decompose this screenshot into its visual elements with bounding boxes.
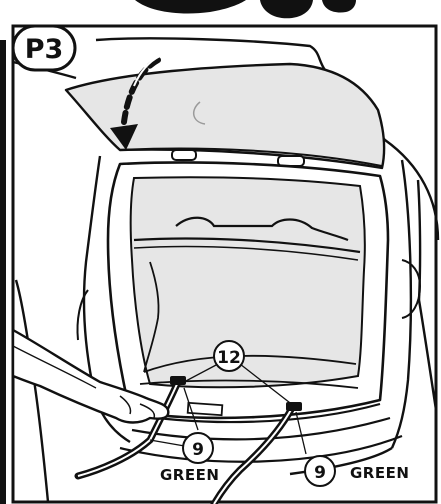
green-strap-left	[74, 376, 186, 480]
left-margin-bar	[0, 40, 6, 504]
callout-12-label: 12	[217, 348, 241, 368]
callout-12: 12	[213, 340, 245, 372]
hand-illustration	[11, 328, 170, 424]
tailgate	[64, 62, 386, 170]
hinge-left	[171, 149, 197, 161]
callout-9-right-label: 9	[314, 463, 326, 483]
vehicle-details	[76, 259, 422, 341]
callout-9-left: 9	[182, 432, 214, 464]
callout-9-left-label: 9	[192, 440, 204, 460]
heading-artwork	[135, 0, 356, 19]
green-label-left: GREEN	[160, 466, 219, 484]
step-badge: P3	[11, 24, 77, 72]
callout-9-right: 9	[304, 455, 336, 487]
callout-leaders	[149, 363, 307, 455]
green-label-right: GREEN	[350, 464, 409, 482]
green-strap-right	[210, 402, 302, 504]
step-label: P3	[25, 34, 64, 65]
cargo-opening	[106, 161, 390, 420]
panel-border	[11, 24, 438, 504]
curved-arrow-down-icon	[110, 55, 161, 150]
floor-latch	[186, 401, 224, 417]
